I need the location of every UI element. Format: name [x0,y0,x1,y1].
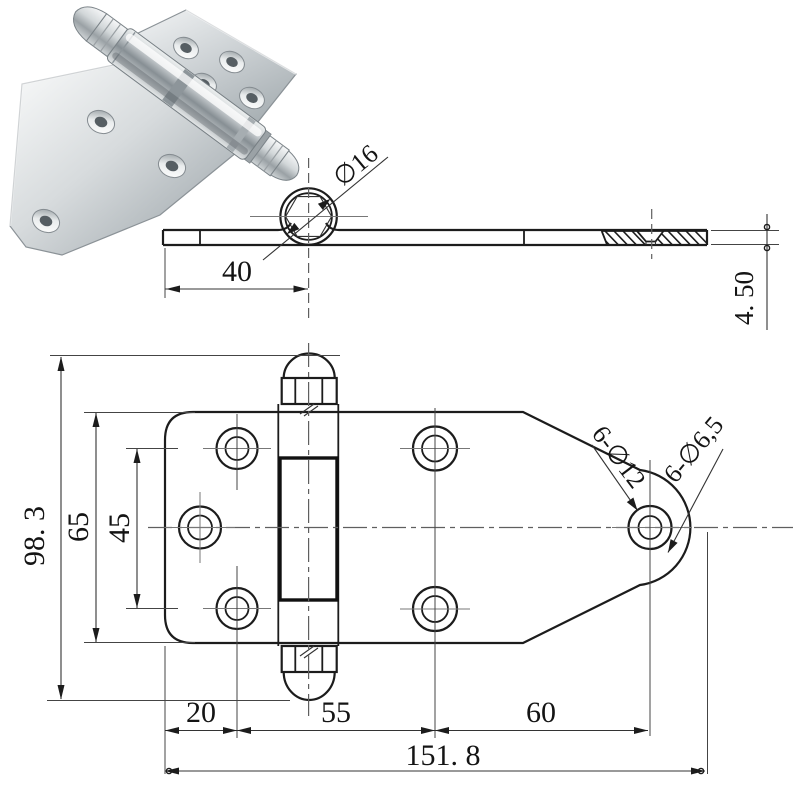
break-mark-bottom [299,645,319,659]
seg-20-label: 20 [186,696,216,729]
countersunk-hole [239,86,265,110]
countersunk-hole [86,109,116,135]
pin-offset-dimension: 40 [164,248,308,298]
hole-pitch-dimension: 45 [103,448,178,609]
seg-55-label: 55 [321,696,351,729]
hole-left-mid [165,492,235,563]
plate-width-dimension: 65 [62,412,195,643]
side-view: ∅16 40 [161,139,779,330]
hole-end [612,504,692,551]
overall-height-label: 98. 3 [18,506,51,566]
plan-view: 6-∅12 6-∅6,5 98. 3 65 [18,343,793,775]
overall-length-label: 151. 8 [406,739,481,772]
break-mark-top [299,403,319,417]
hinge-photo [9,6,300,256]
pin-offset-label: 40 [222,255,252,288]
hole-pitch-label: 45 [103,513,136,543]
plan-barrel [277,343,340,716]
bottom-dimension-chain: 20 55 60 [165,696,648,734]
countersunk-hole [31,208,61,234]
overall-height-dimension: 98. 3 [18,355,340,701]
photo-acorn-nut-bottom [250,135,300,181]
thickness-dimension: 4. 50 [711,214,779,330]
side-bar-outline [163,222,292,232]
seg-60-label: 60 [526,696,556,729]
countersunk-hole [157,153,187,179]
pin-diameter-label: ∅16 [328,139,384,192]
plate-width-label: 65 [62,512,95,542]
through-hole-callout-label: 6-∅6,5 [658,411,730,488]
countersunk-hole [219,50,245,74]
countersunk-hole [173,36,199,60]
countersink-section [600,209,707,259]
photo-barrel [73,6,300,181]
countersink-callout: 6-∅12 [586,420,652,511]
thickness-label: 4. 50 [729,271,759,325]
overall-length-dimension: 151. 8 [165,739,705,775]
photo-acorn-nut-top [73,6,129,58]
